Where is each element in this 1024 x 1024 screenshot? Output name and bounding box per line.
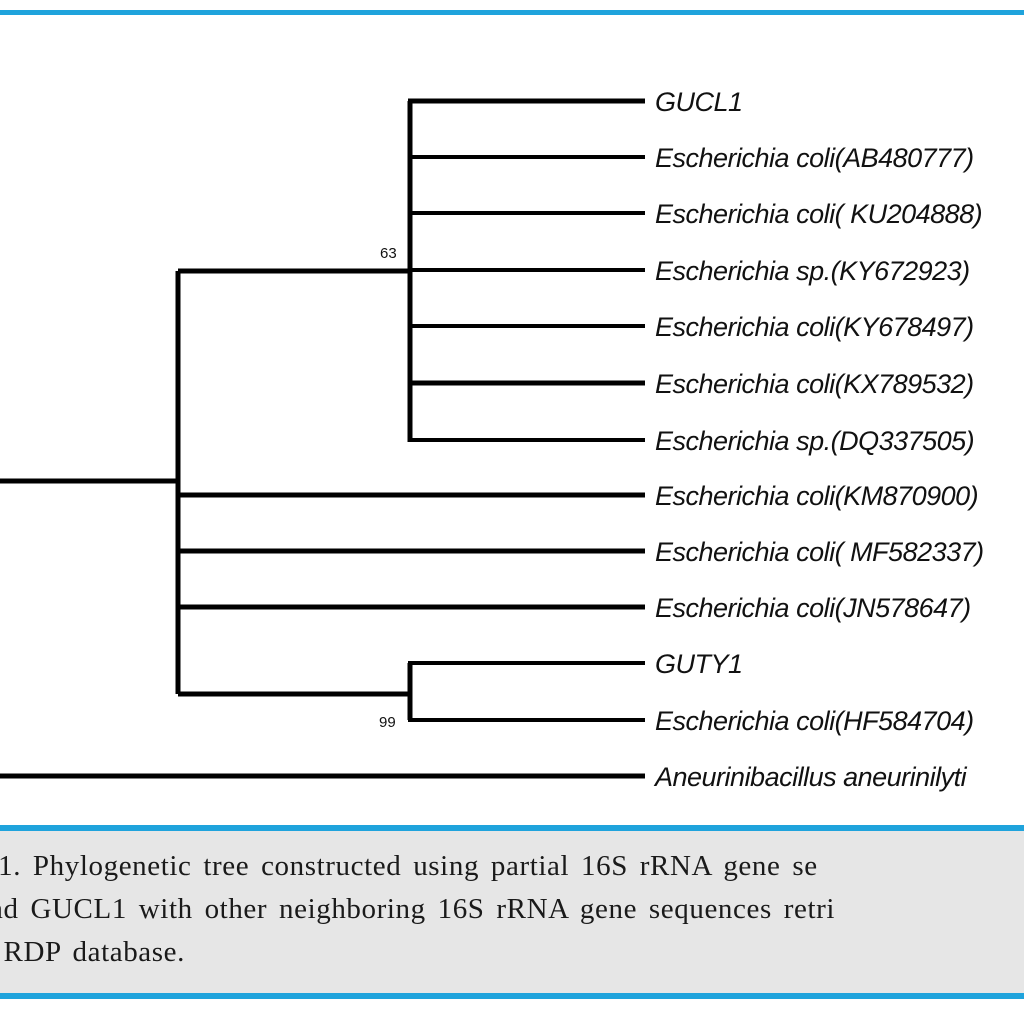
leaf-label-mf582337: Escherichia coli( MF582337) — [655, 537, 984, 567]
leaf-label-ab480777: Escherichia coli(AB480777) — [655, 143, 974, 173]
top-divider — [0, 10, 1024, 15]
caption-line-2: 1 and GUCL1 with other neighboring 16S r… — [0, 893, 836, 925]
leaf-label-km870900: Escherichia coli(KM870900) — [655, 481, 978, 511]
leaf-label-gucl1: GUCL1 — [655, 87, 743, 117]
leaf-label-ky672923: Escherichia sp.(KY672923) — [655, 256, 970, 286]
leaf-label-ku204888: Escherichia coli( KU204888) — [655, 199, 982, 229]
caption-bottom-divider — [0, 993, 1024, 999]
bootstrap-value-99: 99 — [379, 714, 396, 731]
bootstrap-value-63: 63 — [380, 245, 397, 262]
caption-line-3: and RDP database. — [3, 936, 185, 968]
leaf-label-jn578647: Escherichia coli(JN578647) — [655, 593, 971, 623]
leaf-label-kx789532: Escherichia coli(KX789532) — [655, 369, 974, 399]
tree-canvas: GUCL1 Escherichia coli(AB480777) Escheri… — [0, 87, 984, 792]
caption-text: RE 1. Phylogenetic tree constructed usin… — [0, 845, 1024, 974]
leaf-label-hf584704: Escherichia coli(HF584704) — [655, 706, 974, 736]
figure-caption: RE 1. Phylogenetic tree constructed usin… — [0, 831, 1024, 993]
leaf-label-outgroup: Aneurinibacillus aneurinilyti — [653, 762, 968, 792]
caption-line-1: RE 1. Phylogenetic tree constructed usin… — [0, 850, 818, 882]
leaf-label-guty1: GUTY1 — [655, 649, 743, 679]
caption-top-divider — [0, 825, 1024, 831]
leaf-label-ky678497: Escherichia coli(KY678497) — [655, 312, 974, 342]
phylogenetic-tree: GUCL1 Escherichia coli(AB480777) Escheri… — [0, 15, 1024, 825]
leaf-label-dq337505: Escherichia sp.(DQ337505) — [655, 426, 974, 456]
